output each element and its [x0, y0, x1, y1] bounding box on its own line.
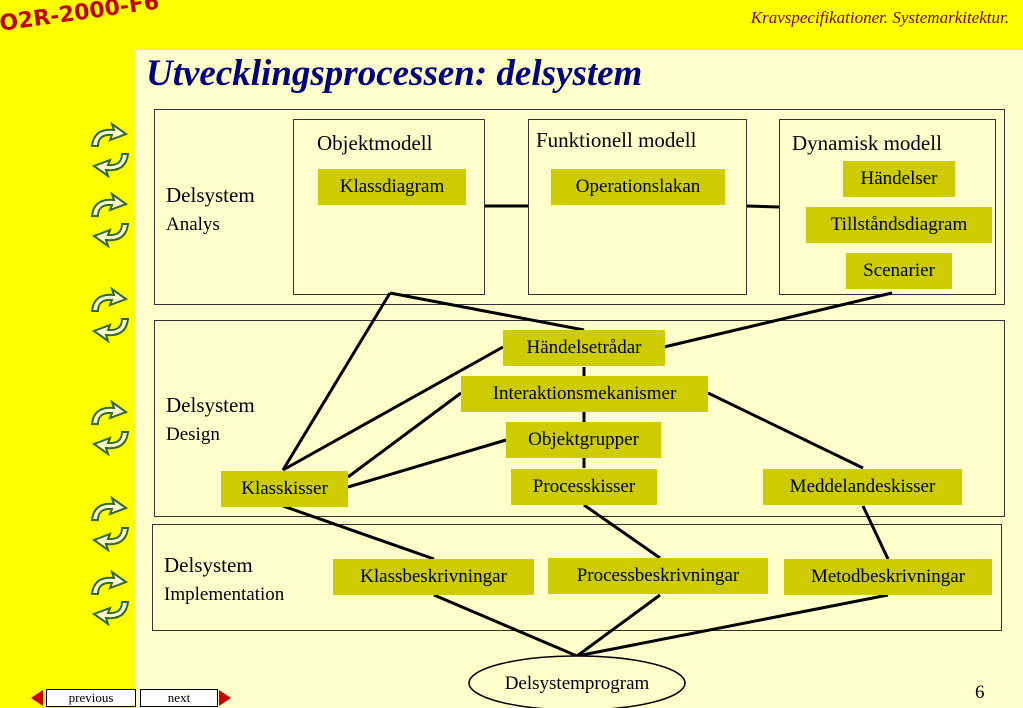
operationslakan-box: Operationslakan	[551, 169, 725, 205]
analysis-frame	[154, 109, 1005, 305]
cycle-arrows-icon[interactable]	[86, 287, 134, 343]
functional-model-frame	[528, 119, 747, 295]
next-arrow-icon[interactable]	[218, 689, 232, 707]
cycle-arrows-icon[interactable]	[86, 192, 134, 248]
cycle-arrows-icon[interactable]	[86, 496, 134, 552]
klassdiagram-box: Klassdiagram	[318, 169, 466, 205]
analysis-subheading: Analys	[166, 214, 220, 235]
metodbeskrivningar-box: Metodbeskrivningar	[784, 559, 992, 595]
previous-button[interactable]: previous	[46, 689, 136, 707]
design-frame	[154, 320, 1005, 517]
result-ellipse	[468, 655, 686, 708]
cycle-arrows-icon[interactable]	[86, 122, 134, 178]
processkisser-box: Processkisser	[511, 469, 657, 505]
klasskisser-box: Klasskisser	[221, 471, 348, 507]
dynamic-model-title: Dynamisk modell	[792, 131, 942, 155]
cycle-arrows-icon[interactable]	[86, 570, 134, 626]
processbeskrivningar-box: Processbeskrivningar	[548, 558, 768, 594]
result-label: Delsystemprogram	[504, 673, 650, 694]
implementation-subheading: Implementation	[164, 584, 285, 605]
object-model-title: Objektmodell	[317, 131, 433, 155]
interaktionsmekanismer-box: Interaktionsmekanismer	[461, 376, 708, 412]
cycle-arrows-icon[interactable]	[86, 400, 134, 456]
top-strip	[0, 0, 1023, 50]
slide-title: Utvecklingsprocessen: delsystem	[146, 53, 643, 94]
side-strip	[0, 0, 135, 708]
design-heading: Delsystem	[166, 393, 255, 417]
functional-model-title: Funktionell modell	[536, 128, 697, 152]
next-button[interactable]: next	[140, 689, 218, 707]
header-subtitle: Kravspecifikationer. Systemarkitektur.	[750, 8, 1009, 27]
implementation-heading: Delsystem	[164, 553, 253, 577]
klassbeskrivningar-box: Klassbeskrivningar	[333, 559, 534, 595]
previous-arrow-icon[interactable]	[30, 689, 44, 707]
handelsetradar-box: Händelsetrådar	[503, 330, 665, 366]
meddelandeskisser-box: Meddelandeskisser	[763, 469, 962, 505]
scenarier-box: Scenarier	[846, 253, 952, 289]
design-subheading: Design	[166, 424, 220, 445]
tillstandsdiagram-box: Tillståndsdiagram	[806, 207, 992, 243]
analysis-heading: Delsystem	[166, 183, 255, 207]
handelser-box: Händelser	[843, 161, 955, 197]
objektgrupper-box: Objektgrupper	[506, 422, 661, 458]
object-model-frame	[293, 119, 485, 295]
implementation-frame	[152, 524, 1002, 631]
page-number: 6	[975, 682, 985, 703]
